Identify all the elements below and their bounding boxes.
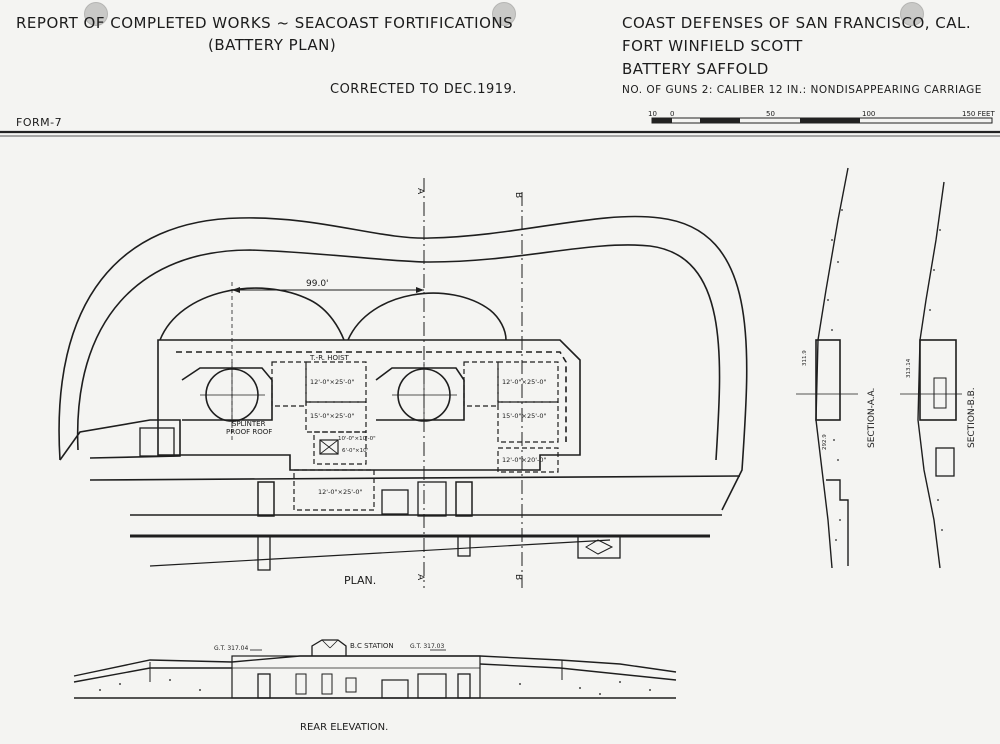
section-aa-elev-bottom: 292.9 [822, 434, 828, 450]
splinter-label-2: PROOF ROOF [226, 428, 272, 436]
section-aa-label: SECTION-A.A. [867, 388, 877, 448]
rear-elevation-title: REAR ELEVATION. [300, 722, 388, 733]
form-number: FORM-7 [16, 116, 63, 129]
report-subtitle: (BATTERY PLAN) [208, 36, 337, 54]
rear-elevation [73, 639, 677, 699]
scale-tick-100: 100 [862, 110, 875, 118]
bc-station-label: B.C STATION [350, 642, 394, 650]
section-bb-elev: 313.14 [906, 358, 912, 378]
section-marker-b-bottom: B [513, 574, 523, 580]
small-room-1: 10'-0"×10'-0" [338, 436, 376, 442]
room-left-2: 15'-0"×25'-0" [310, 412, 355, 420]
corrected-date: CORRECTED TO DEC.1919. [330, 82, 517, 97]
battery-plan [58, 178, 748, 588]
room-left-3: 12'-0"×25'-0" [318, 488, 363, 496]
scale-tick-10: 10 [648, 110, 657, 118]
punch-hole-left [84, 2, 108, 26]
section-marker-b-top: B [513, 192, 523, 198]
room-right-1: 12'-0"×25'-0" [502, 378, 547, 386]
small-room-2: 6'-0"×10' [342, 448, 368, 454]
scale-tick-50: 50 [766, 110, 775, 118]
section-bb [900, 181, 962, 569]
section-aa-elev-top: 311.9 [802, 350, 808, 366]
fort-name: FORT WINFIELD SCOTT [622, 37, 803, 55]
section-aa [796, 167, 858, 569]
gt-right-label: G.T. 317.03 [410, 643, 445, 650]
coast-defenses-title: COAST DEFENSES OF SAN FRANCISCO, CAL. [622, 14, 972, 32]
punch-hole-right [900, 2, 924, 26]
scale-tick-0: 0 [670, 110, 674, 118]
gt-left-label: G.T. 317.04 [214, 645, 249, 652]
room-right-2: 15'-0"×25'-0" [502, 412, 547, 420]
punch-hole-center [492, 2, 516, 26]
section-marker-a-top: A [415, 188, 425, 195]
scale-tick-150: 150 FEET [962, 110, 995, 118]
section-bb-label: SECTION-B.B. [967, 387, 977, 448]
room-left-1: 12'-0"×25'-0" [310, 378, 355, 386]
plan-title: PLAN. [344, 574, 376, 587]
section-marker-a-bottom: A [415, 574, 425, 581]
guns-info: NO. OF GUNS 2: CALIBER 12 IN.: NONDISAPP… [622, 84, 982, 96]
scale-bar: 10 0 50 100 150 FEET [648, 110, 995, 124]
battery-name: BATTERY SAFFOLD [622, 60, 769, 78]
report-title: REPORT OF COMPLETED WORKS ~ SEACOAST FOR… [16, 14, 514, 32]
hoist-label: T.-R. HOIST [309, 354, 350, 362]
dimension-label: 99.0' [306, 279, 329, 289]
room-right-3: 12'-0"×20'-0" [502, 456, 547, 464]
splinter-label-1: SPLINTER [232, 420, 266, 428]
